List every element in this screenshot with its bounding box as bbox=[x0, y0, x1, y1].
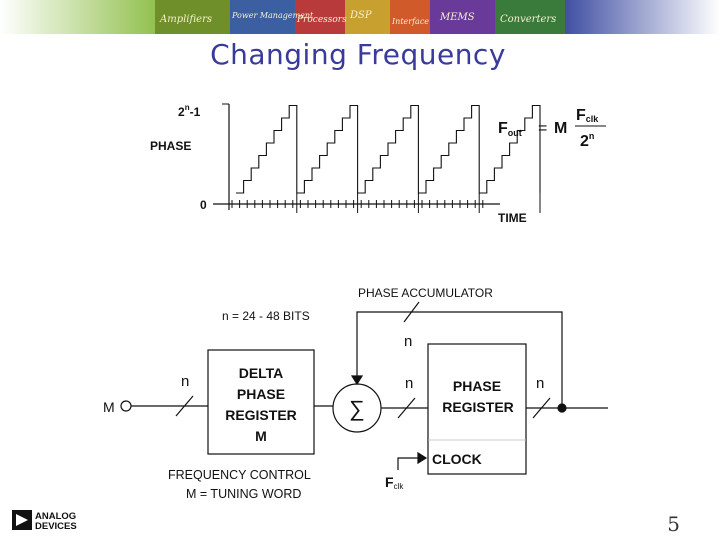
phase-axis-label: PHASE bbox=[150, 139, 191, 153]
input-terminal bbox=[120, 400, 132, 412]
svg-text:DEVICES: DEVICES bbox=[35, 521, 77, 532]
adder-bus-slash bbox=[397, 397, 416, 419]
adder-symbol: ∑ bbox=[349, 396, 365, 421]
block-diagram bbox=[120, 301, 608, 475]
n-feedback-label: n bbox=[404, 333, 412, 350]
delta-phase-register-block bbox=[207, 349, 315, 455]
feedback-loop-wire bbox=[356, 311, 563, 408]
delta-label-2: PHASE bbox=[237, 386, 285, 402]
fclk-label: Fclk bbox=[385, 474, 404, 491]
output-frequency-formula: Fout = M Fclk 2n bbox=[498, 107, 606, 150]
bits-label: n = 24 - 48 BITS bbox=[222, 309, 310, 323]
formula-m: M bbox=[554, 120, 567, 137]
phase-x-ticks bbox=[231, 200, 484, 208]
clock-wire bbox=[397, 457, 420, 470]
analog-devices-logo: ANALOG DEVICES bbox=[12, 510, 77, 532]
banner-label-power: Power Management bbox=[231, 11, 314, 20]
time-axis-label: TIME bbox=[498, 211, 527, 225]
formula-2n: 2n bbox=[580, 131, 594, 150]
phase-register-block bbox=[427, 343, 527, 475]
banner-label-interface: Interface bbox=[391, 17, 429, 26]
slide-title: Changing Frequency bbox=[210, 38, 506, 71]
phase-plot: 2n-1 PHASE 0 TIME bbox=[150, 103, 541, 225]
phase-staircase-waveform bbox=[236, 104, 541, 194]
clock-label: CLOCK bbox=[432, 451, 482, 467]
n-output-label: n bbox=[536, 375, 544, 392]
header-banner: Amplifiers Power Management Processors D… bbox=[0, 0, 720, 34]
banner-label-processors: Processors bbox=[296, 15, 347, 25]
phase-top-label: 2n-1 bbox=[178, 103, 201, 119]
phase-zero-label: 0 bbox=[200, 198, 207, 212]
input-bus-slash bbox=[175, 395, 194, 417]
n-adder-out-label: n bbox=[405, 375, 413, 392]
banner-label-amplifiers: Amplifiers bbox=[159, 14, 212, 25]
formula-fout: Fout bbox=[498, 120, 522, 138]
clock-arrowhead bbox=[417, 451, 428, 465]
page-number: 5 bbox=[667, 512, 680, 536]
tuning-word-label: M = TUNING WORD bbox=[186, 487, 301, 501]
phase-register-label-1: PHASE bbox=[453, 378, 501, 394]
frequency-control-label: FREQUENCY CONTROL bbox=[168, 468, 311, 482]
phase-accumulator-label: PHASE ACCUMULATOR bbox=[358, 286, 493, 300]
formula-equals: = bbox=[538, 120, 547, 137]
svg-text:ANALOG: ANALOG bbox=[35, 511, 76, 522]
delta-label-4: M bbox=[255, 428, 267, 444]
input-m-label: M bbox=[103, 399, 115, 415]
banner-label-converters: Converters bbox=[500, 14, 556, 25]
block-diagram-labels: PHASE ACCUMULATOR n = 24 - 48 BITS DELTA… bbox=[103, 286, 544, 501]
phase-cycle-dividers bbox=[296, 193, 541, 213]
feedback-arrowhead bbox=[350, 375, 364, 386]
banner-label-mems: MEMS bbox=[439, 12, 475, 23]
phase-register-label-2: REGISTER bbox=[442, 399, 514, 415]
formula-fclk: Fclk bbox=[576, 107, 599, 124]
delta-label-3: REGISTER bbox=[225, 407, 297, 423]
feedback-bus-slash bbox=[403, 301, 420, 323]
n-input-label: n bbox=[181, 373, 189, 390]
banner-label-dsp: DSP bbox=[349, 10, 372, 21]
output-bus-slash bbox=[532, 397, 551, 419]
delta-label-1: DELTA bbox=[239, 365, 284, 381]
